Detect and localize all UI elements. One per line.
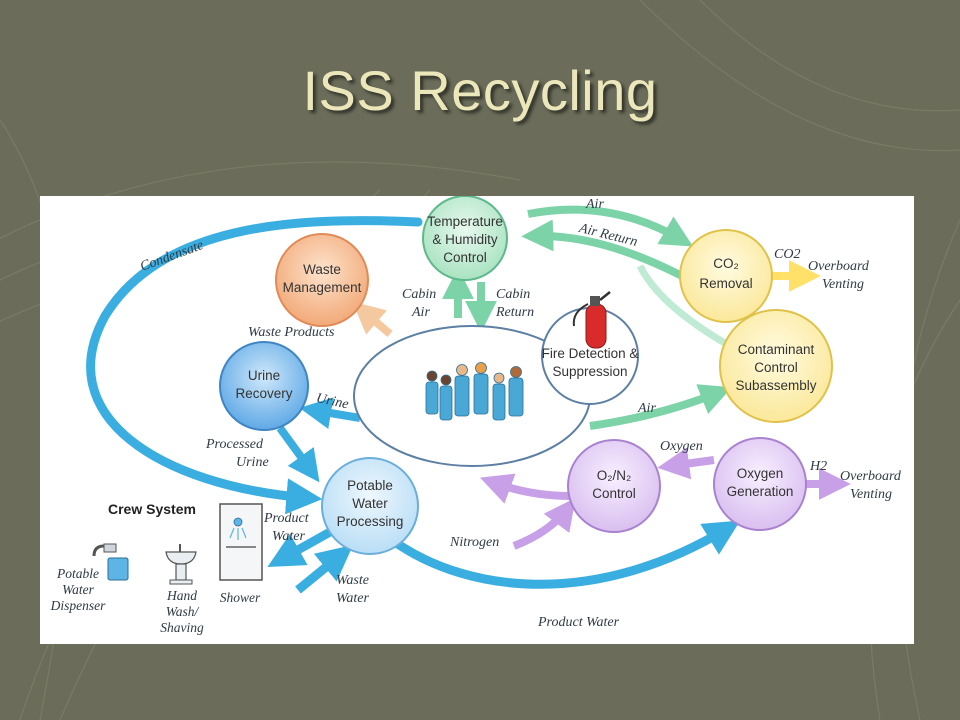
cabin-air-label: Cabin xyxy=(402,287,436,302)
item-label: Wash/ xyxy=(166,604,200,619)
node-label: Waste xyxy=(303,262,341,277)
overboard-venting-h2-label: Venting xyxy=(850,487,892,502)
node-contaminant-control-subassembly: Contaminant Control Subassembly xyxy=(719,309,833,423)
node-oxygen-generation: Oxygen Generation xyxy=(713,437,807,531)
node-label: & Humidity xyxy=(432,232,498,247)
node-label: Removal xyxy=(699,276,752,291)
product-water-bottom-flow-arrow xyxy=(389,520,741,589)
processed-urine-label: Urine xyxy=(236,455,269,470)
node-label: Control xyxy=(592,486,636,501)
h2-label: H2 xyxy=(809,459,827,474)
co2-label: CO2 xyxy=(774,247,800,262)
item-label: Dispenser xyxy=(50,598,106,613)
cabin-return-label: Return xyxy=(495,305,534,320)
waste-water-label: Waste xyxy=(336,573,369,588)
node-label: Fire Detection & xyxy=(542,346,639,361)
node-urine-recovery: Urine Recovery xyxy=(219,341,309,431)
node-label: Subassembly xyxy=(735,378,816,393)
sink-icon xyxy=(165,544,197,585)
item-label: Water xyxy=(62,582,94,597)
node-label: Generation xyxy=(727,484,794,499)
node-co2-removal: CO₂ Removal xyxy=(679,229,773,323)
fire-extinguisher-icon xyxy=(572,291,611,349)
urine-label: Urine xyxy=(315,391,350,412)
node-label: Suppression xyxy=(552,364,627,379)
urine-flow-arrow xyxy=(299,397,361,429)
waste-water-flow-arrow xyxy=(295,544,354,594)
product-water-crew-label: Product xyxy=(263,511,310,526)
node-fire-detection-suppression: Fire Detection & Suppression xyxy=(541,291,639,405)
node-temperature-humidity-control: Temperature & Humidity Control xyxy=(422,196,508,281)
node-label: Management xyxy=(283,280,362,295)
oxygen-label: Oxygen xyxy=(660,439,703,454)
shower-unit: Shower xyxy=(219,503,263,605)
node-label: Control xyxy=(754,360,798,375)
waste-water-label: Water xyxy=(336,591,369,606)
node-o2n2-control: O₂/N₂ Control xyxy=(567,439,661,533)
overboard-venting-co2-label: Overboard xyxy=(808,259,870,274)
condensate-flow-arrow xyxy=(86,216,423,515)
hand-wash-station: Hand Wash/ Shaving xyxy=(160,544,204,635)
waste-products-flow-arrow xyxy=(352,301,393,338)
overboard-venting-co2-label: Venting xyxy=(822,277,864,292)
node-label: Contaminant xyxy=(738,342,815,357)
node-waste-management: Waste Management xyxy=(275,233,369,327)
node-potable-water-processing: Potable Water Processing xyxy=(321,457,419,555)
product-water-crew-flow-arrow xyxy=(267,528,333,568)
item-label: Shower xyxy=(220,590,261,605)
nitrogen-label: Nitrogen xyxy=(449,535,499,550)
processed-urine-flow-arrow xyxy=(276,425,320,483)
crew-figures-icon xyxy=(425,362,524,421)
node-label: Oxygen xyxy=(737,466,784,481)
air-contaminant-label: Air xyxy=(637,401,656,416)
slide-title: ISS Recycling xyxy=(302,59,658,122)
node-label: CO₂ xyxy=(713,256,739,271)
item-label: Shaving xyxy=(160,620,204,635)
air-flow-arrow xyxy=(527,205,694,247)
potable-water-dispenser: Potable Water Dispenser xyxy=(50,543,129,613)
nitrogen-flow-arrow xyxy=(512,497,576,550)
overboard-venting-h2-label: Overboard xyxy=(840,469,902,484)
node-label: Control xyxy=(443,250,487,265)
node-label: Processing xyxy=(337,514,404,529)
node-label: Water xyxy=(352,496,388,511)
air-label: Air xyxy=(585,197,604,212)
processed-urine-label: Processed xyxy=(205,437,264,452)
node-label: Temperature xyxy=(427,214,503,229)
faucet-icon xyxy=(92,543,129,581)
air-return-flow-arrow xyxy=(521,219,684,280)
shower-icon xyxy=(219,503,263,581)
waste-products-label: Waste Products xyxy=(248,325,335,340)
crew-system-title: Crew System xyxy=(108,501,196,517)
node-label: O₂/N₂ xyxy=(597,468,631,483)
cabin-air-label: Air xyxy=(411,305,430,320)
air-contaminant-flow-arrow xyxy=(589,384,732,430)
contaminant-return-flow xyxy=(636,264,732,350)
node-label: Potable xyxy=(347,478,393,493)
cabin-return-label: Cabin xyxy=(496,287,530,302)
node-label: Recovery xyxy=(235,386,292,401)
item-label: Potable xyxy=(56,566,99,581)
o2n2-to-cabin-flow-arrow xyxy=(479,473,571,504)
item-label: Hand xyxy=(166,588,197,603)
node-label: Urine xyxy=(248,368,280,383)
oxygen-flow-arrow xyxy=(657,447,715,480)
product-water-bottom-label: Product Water xyxy=(537,615,620,630)
iss-recycling-diagram: Temperature & Humidity Control CO₂ Remov… xyxy=(40,196,914,644)
product-water-crew-label: Water xyxy=(272,529,305,544)
